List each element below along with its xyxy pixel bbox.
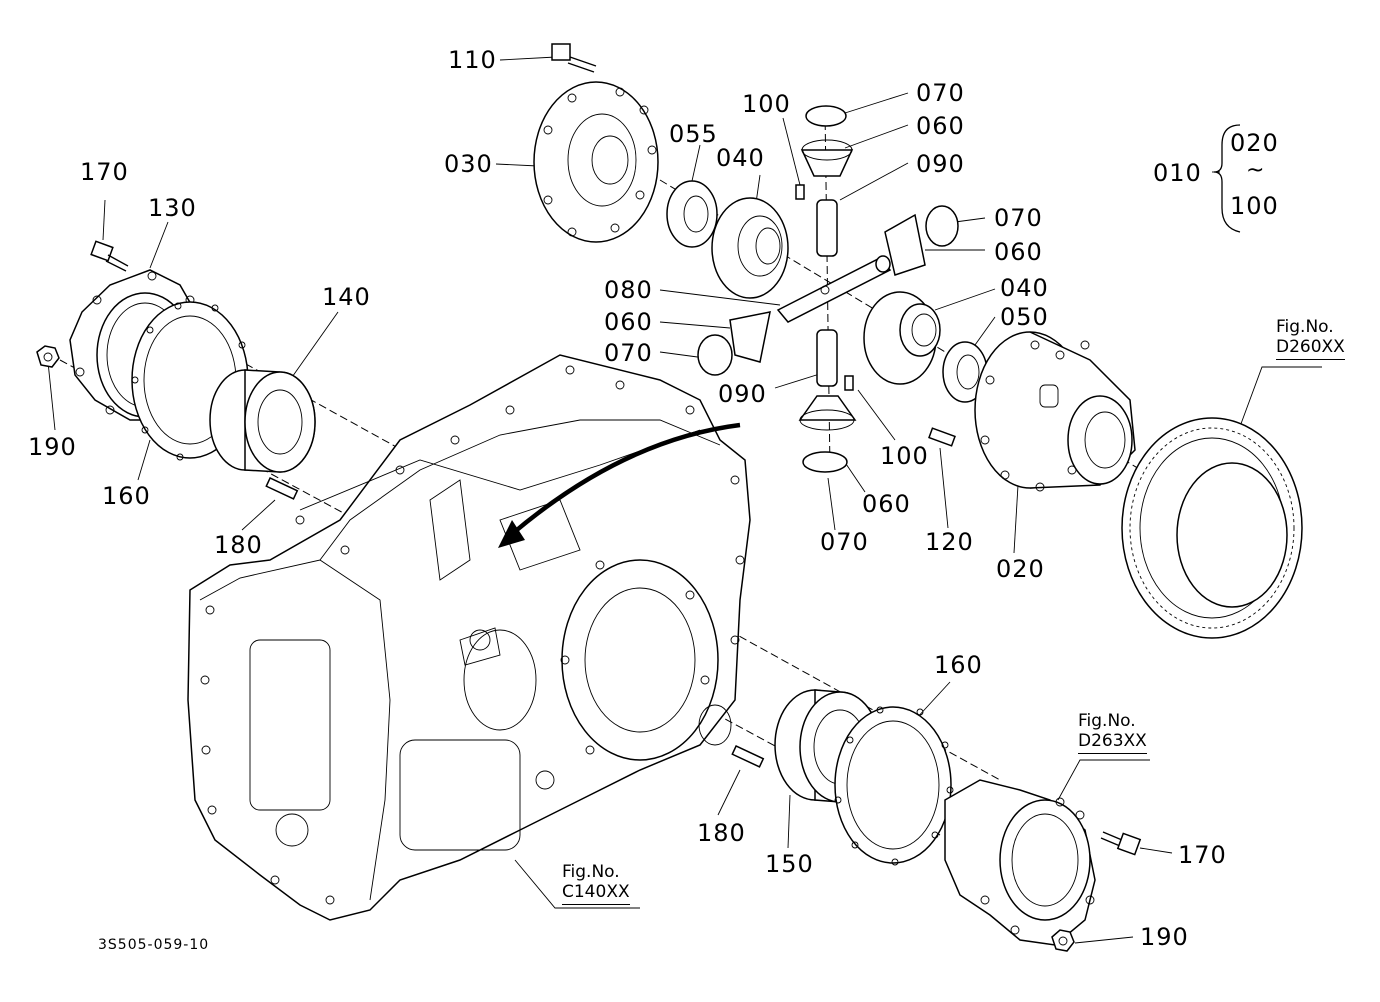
part-label-170: 170: [1178, 841, 1227, 869]
part-label-060: 060: [994, 238, 1043, 266]
group-range-start: 020: [1230, 129, 1279, 157]
right-bearing-assembly: [731, 689, 1142, 952]
part-label-060: 060: [604, 308, 653, 336]
bolt-170-left: [90, 240, 129, 272]
fig-ref-prefix: Fig.No.: [1078, 711, 1136, 731]
group-range-end: 100: [1230, 192, 1279, 220]
fig-ref-ring-gear[interactable]: Fig.No. D260XX: [1276, 317, 1345, 361]
drawing-id: 3S505-059-10: [98, 937, 210, 953]
part-label-080: 080: [604, 276, 653, 304]
stud-180-right: [731, 745, 765, 768]
left-bearing-assembly: [36, 240, 316, 500]
fig-ref-prefix: Fig.No.: [1276, 317, 1334, 337]
transmission-case: [187, 354, 751, 921]
pin-120: [928, 427, 956, 447]
pinion-060-left: [729, 311, 771, 363]
part-label-170: 170: [80, 158, 129, 186]
washer-070-left: [697, 334, 733, 376]
pinion-060-top: [800, 149, 854, 177]
part-label-055: 055: [669, 120, 718, 148]
flange-030: [533, 81, 659, 243]
part-label-120: 120: [925, 528, 974, 556]
part-label-190: 190: [28, 433, 77, 461]
bearing-housing-right: [944, 779, 1096, 946]
part-label-090: 090: [916, 150, 965, 178]
part-label-020: 020: [996, 555, 1045, 583]
part-label-070: 070: [604, 339, 653, 367]
thrust-washer-055: [666, 180, 718, 248]
part-label-070: 070: [820, 528, 869, 556]
side-gear-040-lower: [863, 291, 941, 385]
nut-190-right: [1051, 929, 1075, 952]
part-label-100: 100: [742, 90, 791, 118]
fig-ref-transmission-case[interactable]: Fig.No. C140XX: [562, 862, 630, 906]
pinion-060-bottom: [798, 395, 857, 421]
fig-ref-code: D263XX: [1078, 731, 1147, 755]
part-label-060: 060: [862, 490, 911, 518]
fig-ref-prefix: Fig.No.: [562, 862, 620, 882]
part-label-190: 190: [1140, 923, 1189, 951]
case-bolt-holes: [200, 365, 745, 905]
pinion-shaft-080: [776, 255, 892, 323]
leader-lines: [47, 56, 1322, 944]
fig-ref-code: C140XX: [562, 882, 630, 906]
part-label-140: 140: [322, 283, 371, 311]
ring-gear: [1121, 417, 1303, 639]
bearing-140: [209, 369, 316, 473]
part-label-160: 160: [934, 651, 983, 679]
part-label-180: 180: [697, 819, 746, 847]
part-label-130: 130: [148, 194, 197, 222]
bolt-170-right: [1100, 831, 1142, 856]
part-label-070: 070: [916, 79, 965, 107]
part-label-040: 040: [1000, 274, 1049, 302]
stud-180-left: [265, 477, 299, 500]
part-label-100: 100: [880, 442, 929, 470]
gasket-160-right: [834, 706, 954, 866]
part-label-150: 150: [765, 850, 814, 878]
part-label-180: 180: [214, 531, 263, 559]
part-label-070: 070: [994, 204, 1043, 232]
bolt-110: [551, 43, 597, 73]
part-label-050: 050: [1000, 303, 1049, 331]
shaft-090-upper: [816, 199, 838, 257]
part-label-010: 010: [1153, 159, 1202, 187]
pin-100-lower: [844, 375, 854, 391]
part-label-040: 040: [716, 144, 765, 172]
group-range-symbol: ~: [1246, 158, 1266, 183]
part-label-060: 060: [916, 112, 965, 140]
part-label-110: 110: [448, 46, 497, 74]
differential-case-020: [974, 331, 1136, 492]
part-label-030: 030: [444, 150, 493, 178]
washer-070-right: [925, 205, 959, 247]
part-label-160: 160: [102, 482, 151, 510]
differential-components: [533, 43, 1303, 639]
shaft-090-lower: [816, 329, 838, 387]
washer-070-top: [805, 105, 847, 127]
pinion-060-right: [884, 213, 926, 276]
pin-100-top: [795, 184, 805, 200]
nut-190-left: [36, 345, 60, 368]
fig-ref-code: D260XX: [1276, 337, 1345, 361]
part-label-090: 090: [718, 380, 767, 408]
side-gear-040-upper: [711, 197, 789, 299]
fig-ref-bearing-housing[interactable]: Fig.No. D263XX: [1078, 711, 1147, 755]
washer-070-bottom: [802, 451, 848, 473]
